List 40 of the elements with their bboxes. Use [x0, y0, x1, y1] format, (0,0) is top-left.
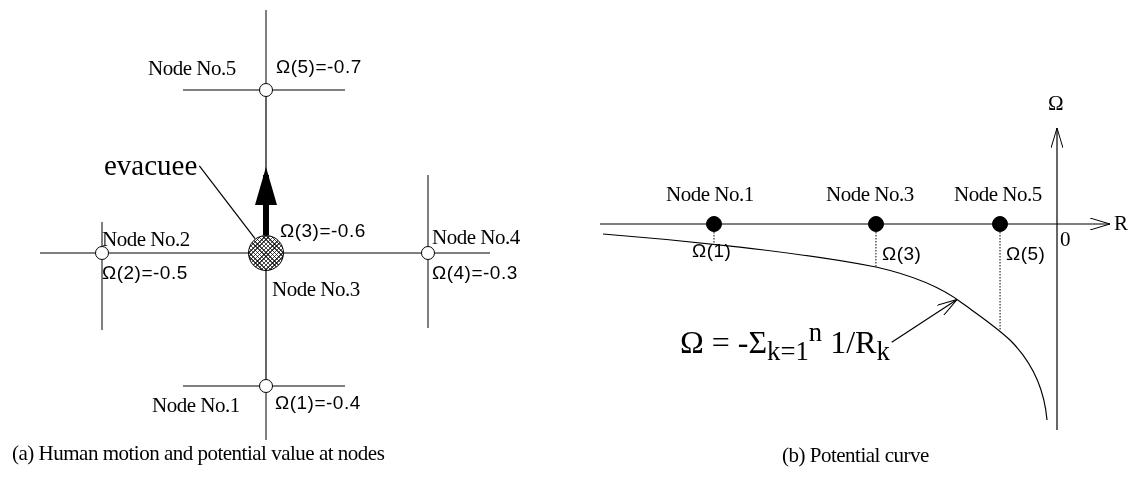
node-label: Node No.3 — [826, 183, 914, 205]
grid-line — [108, 252, 249, 254]
axis-label: 0 — [1060, 228, 1070, 250]
motion-arrow — [255, 167, 277, 235]
grid-line — [265, 270, 267, 380]
caption: (b) Potential curve — [782, 444, 929, 466]
node-circle — [95, 246, 109, 260]
potential-curve — [602, 233, 1048, 421]
potential-value: Ω(3)=-0.6 — [280, 220, 366, 242]
node-label: Node No.4 — [432, 226, 520, 248]
potential-value: Ω(1)=-0.4 — [275, 392, 361, 414]
node-circle — [259, 379, 273, 393]
node-circle — [259, 83, 273, 97]
node-label: Node No.5 — [954, 183, 1042, 205]
axis-label: Ω — [1048, 92, 1064, 114]
node-label: Node No.1 — [152, 394, 240, 416]
potential-label: Ω(1) — [692, 240, 732, 262]
leader-line — [198, 165, 256, 240]
node-circle — [421, 246, 435, 260]
projection-line — [713, 231, 715, 245]
projection-line — [875, 231, 877, 268]
caption: (a) Human motion and potential value at nodes — [12, 442, 385, 464]
node-dot — [868, 216, 884, 232]
callout-text: evacuee — [104, 150, 198, 182]
node-label: Node No.1 — [666, 183, 754, 205]
potential-value: Ω(2)=-0.5 — [102, 262, 188, 284]
node-label: Node No.2 — [102, 228, 190, 250]
projection-line — [999, 231, 1001, 332]
leader-arrow — [891, 298, 958, 343]
grid-line — [283, 252, 422, 254]
axis-label: R — [1114, 212, 1128, 234]
node-dot — [992, 216, 1008, 232]
node-label: Node No.5 — [148, 57, 236, 79]
formula: Ω = -Σ$_{k=1}$$^{n}$ 1/R$_{k}$ — [680, 318, 890, 367]
potential-label: Ω(5) — [1006, 243, 1046, 265]
potential-label: Ω(3) — [882, 243, 922, 265]
node-dot — [706, 216, 722, 232]
potential-value: Ω(5)=-0.7 — [276, 56, 362, 78]
node-label: Node No.3 — [272, 278, 360, 300]
potential-value: Ω(4)=-0.3 — [432, 262, 518, 284]
